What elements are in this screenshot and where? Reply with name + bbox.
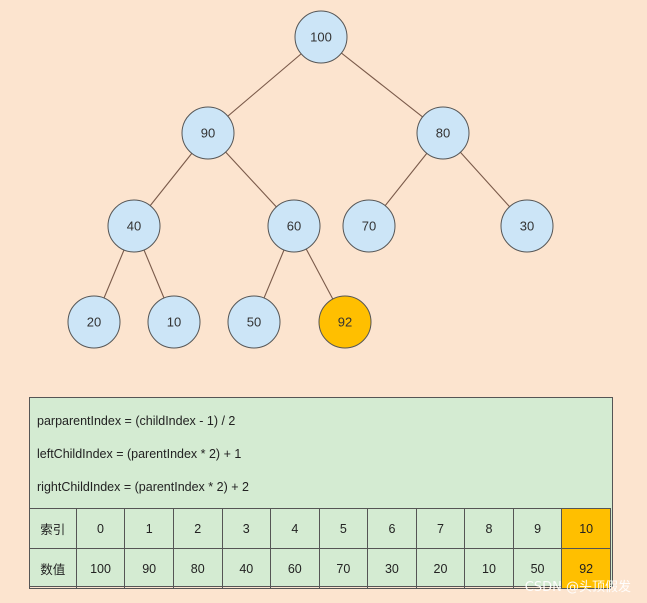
value-cell: 20 xyxy=(415,548,466,589)
value-cell: 80 xyxy=(172,548,223,589)
tree-node: 20 xyxy=(67,295,121,349)
tree-node-circle xyxy=(318,295,372,349)
tree-node: 90 xyxy=(181,106,235,160)
tree-node-circle xyxy=(342,199,396,253)
tree-node: 80 xyxy=(416,106,470,160)
tree-node-circle xyxy=(294,10,348,64)
tree-node-value: 100 xyxy=(310,30,332,45)
watermark: CSDN @头顶假发 xyxy=(524,580,631,595)
tree-node-circle xyxy=(267,199,321,253)
tree-node: 60 xyxy=(267,199,321,253)
tree-node-circle xyxy=(67,295,121,349)
parent-index-formula: parparentIndex = (childIndex - 1) / 2 xyxy=(37,414,236,428)
tree-node-value: 70 xyxy=(362,219,376,234)
tree-node: 50 xyxy=(227,295,281,349)
value-cell: 90 xyxy=(124,548,174,589)
tree-node-value: 40 xyxy=(127,219,141,234)
tree-node-value: 20 xyxy=(87,315,101,330)
tree-node-circle xyxy=(227,295,281,349)
index-cell: 10 xyxy=(561,508,611,549)
index-cell: 6 xyxy=(367,508,417,549)
tree-node: 92 xyxy=(318,295,372,349)
tree-node-value: 30 xyxy=(520,219,534,234)
value-cell: 60 xyxy=(270,548,320,589)
tree-node-circle xyxy=(181,106,235,160)
tree-node: 10 xyxy=(147,295,201,349)
index-cell: 9 xyxy=(512,508,563,549)
tree-node-circle xyxy=(147,295,201,349)
tree-node-value: 80 xyxy=(436,126,450,141)
tree-node-circle xyxy=(416,106,470,160)
value-cell: 100 xyxy=(75,548,126,589)
index-cell: 4 xyxy=(270,508,320,549)
tree-node-value: 92 xyxy=(338,315,352,330)
index-cell: 0 xyxy=(75,508,126,549)
index-cell: 5 xyxy=(318,508,369,549)
tree-node: 70 xyxy=(342,199,396,253)
value-row-label: 数值 xyxy=(29,548,77,589)
index-cell: 2 xyxy=(172,508,223,549)
index-cell: 3 xyxy=(221,508,272,549)
tree-node-value: 10 xyxy=(167,315,181,330)
value-cell: 50 xyxy=(512,548,563,589)
index-row-label: 索引 xyxy=(29,508,77,549)
formula-panel: parparentIndex = (childIndex - 1) / 2 le… xyxy=(29,397,613,589)
tree-node-value: 50 xyxy=(247,315,261,330)
tree-node-circle xyxy=(107,199,161,253)
value-cell: 30 xyxy=(367,548,417,589)
value-cell: 10 xyxy=(464,548,514,589)
index-cell: 8 xyxy=(464,508,514,549)
right-child-formula: rightChildIndex = (parentIndex * 2) + 2 xyxy=(37,480,249,494)
value-cell: 92 xyxy=(561,548,611,589)
index-cell: 1 xyxy=(124,508,174,549)
tree-node-circle xyxy=(500,199,554,253)
value-cell: 70 xyxy=(318,548,369,589)
tree-node: 30 xyxy=(500,199,554,253)
tree-node-value: 90 xyxy=(201,126,215,141)
tree-node-value: 60 xyxy=(287,219,301,234)
tree-node: 40 xyxy=(107,199,161,253)
left-child-formula: leftChildIndex = (parentIndex * 2) + 1 xyxy=(37,447,242,461)
tree-node: 100 xyxy=(294,10,348,64)
value-cell: 40 xyxy=(221,548,272,589)
heap-tree: 100 90 80 40 60 70 30 20 10 50 92 xyxy=(67,10,554,349)
index-cell: 7 xyxy=(415,508,466,549)
